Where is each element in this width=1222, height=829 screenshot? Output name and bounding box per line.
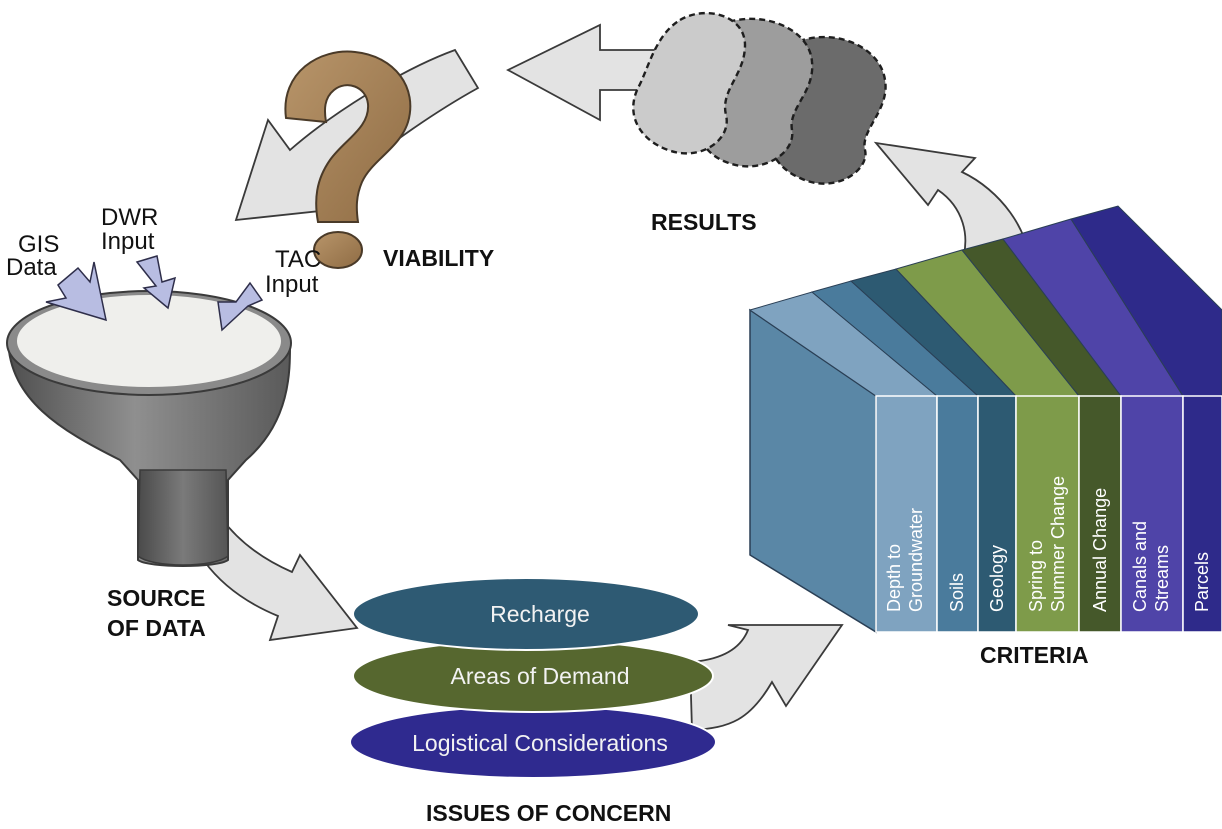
criteria-front-geology <box>977 395 1017 633</box>
criteria-label-depth-line1: Depth to <box>884 544 904 612</box>
criteria-label-parcels: Parcels <box>1192 552 1212 612</box>
result-blob-light <box>632 12 747 155</box>
tac-input-label-line1: TAC <box>275 246 321 273</box>
criteria-front-soils <box>936 395 979 633</box>
viability-label: VIABILITY <box>383 245 494 271</box>
criteria-front-spring <box>1015 395 1080 633</box>
demand-label: Areas of Demand <box>451 663 630 689</box>
question-mark-icon <box>284 50 412 269</box>
funnel-spout <box>137 469 229 566</box>
criteria-label-spring-line1: Spring to <box>1026 540 1046 612</box>
criteria-label: CRITERIA <box>980 642 1089 668</box>
gis-input-arrow <box>45 261 107 322</box>
criteria-label-soils: Soils <box>947 573 967 612</box>
criteria-label-canals-line2: Streams <box>1152 545 1172 612</box>
criteria-label-geology: Geology <box>987 545 1007 612</box>
arrow-issues-to-criteria <box>689 624 844 731</box>
gis-input-label-line2: Data <box>6 254 57 281</box>
issues-label: ISSUES OF CONCERN <box>426 800 671 826</box>
criteria-label-annual: Annual Change <box>1090 488 1110 612</box>
criteria-front-canals <box>1120 395 1184 633</box>
criteria-label-depth-line2: Groundwater <box>906 508 926 612</box>
results-blobs <box>632 12 887 185</box>
dwr-input-label-line1: DWR <box>101 204 158 231</box>
dwr-input-arrow <box>135 255 177 310</box>
dwr-input-label-line2: Input <box>101 228 155 255</box>
logistics-label: Logistical Considerations <box>412 730 668 756</box>
results-label: RESULTS <box>651 209 757 235</box>
gis-input-label-line1: GIS <box>18 231 59 258</box>
criteria-front-annual <box>1078 395 1122 633</box>
funnel-mouth <box>17 295 281 387</box>
source-label-line1: SOURCE <box>107 585 205 611</box>
funnel-icon <box>6 290 292 567</box>
criteria-front-parcels <box>1182 395 1222 633</box>
tac-input-arrow <box>217 281 264 332</box>
criteria-label-canals-line1: Canals and <box>1130 521 1150 612</box>
recharge-label: Recharge <box>490 601 590 627</box>
criteria-label-spring-line2: Summer Change <box>1048 476 1068 612</box>
criteria-block <box>748 205 1222 634</box>
criteria-top-parcels <box>1070 205 1222 397</box>
tac-input-label-line2: Input <box>265 271 319 298</box>
source-label-line2: OF DATA <box>107 615 206 641</box>
recharge-ellipse <box>352 577 700 651</box>
